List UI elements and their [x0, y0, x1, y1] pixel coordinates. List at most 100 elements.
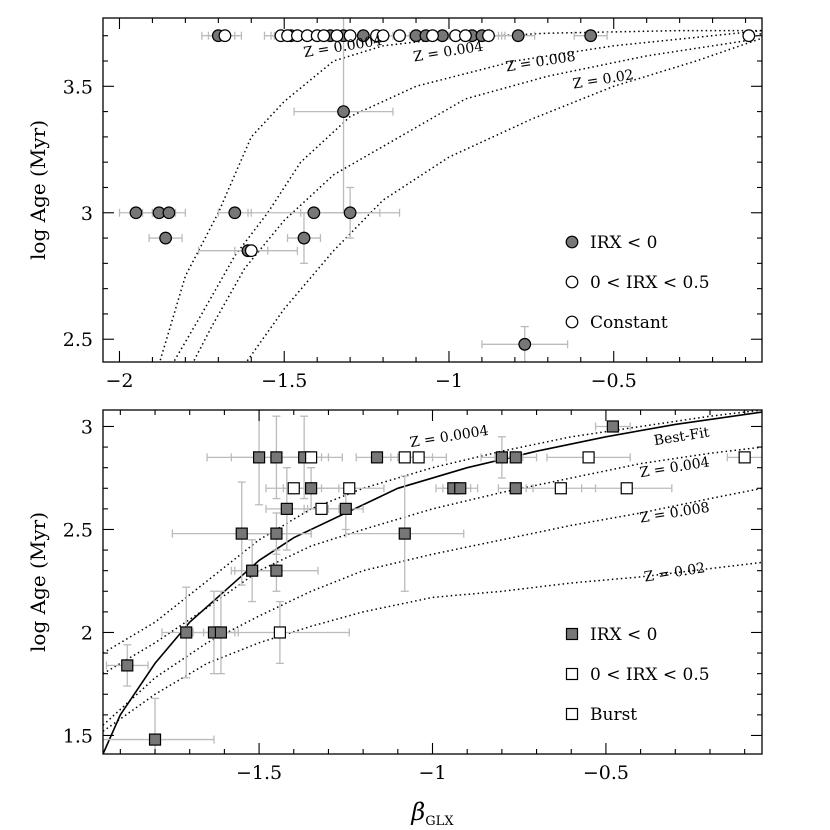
- model-curve: [103, 561, 762, 732]
- y-tick-label: 3: [81, 203, 93, 225]
- plot-area: [103, 410, 762, 754]
- x-tick-label: −0.5: [591, 370, 637, 392]
- data-point: [148, 733, 162, 746]
- data-point: [159, 231, 173, 245]
- data-point: [339, 502, 352, 515]
- data-point: [343, 29, 357, 43]
- data-point: [121, 659, 134, 672]
- y-axis-label: log Age (Myr): [26, 120, 50, 260]
- legend-marker: [565, 315, 579, 329]
- data-point: [280, 502, 293, 515]
- data-point: [270, 564, 283, 577]
- data-point: [270, 527, 283, 540]
- data-point: [582, 451, 595, 464]
- curve-label: Z = 0.008: [639, 500, 711, 527]
- data-point: [270, 451, 283, 464]
- data-point: [426, 29, 439, 43]
- data-point: [620, 482, 633, 495]
- y-tick-label: 3: [81, 416, 93, 438]
- data-point: [370, 451, 384, 464]
- curve-label: Z = 0.008: [505, 49, 577, 76]
- data-point: [398, 451, 411, 464]
- data-point: [482, 29, 495, 43]
- y-tick-label: 1.5: [63, 725, 93, 747]
- data-point: [454, 482, 467, 495]
- data-point: [738, 451, 751, 464]
- data-point: [214, 626, 228, 639]
- data-point: [398, 527, 411, 540]
- curve-label: Z = 0.02: [643, 560, 706, 585]
- legend-label: Constant: [590, 313, 668, 333]
- y-axis-label: log Age (Myr): [26, 512, 50, 652]
- curve-label: Z = 0.02: [572, 67, 635, 92]
- legend-marker: [565, 707, 579, 721]
- data-point: [376, 29, 390, 43]
- x-tick-label: −2: [105, 370, 133, 392]
- data-point: [180, 626, 193, 639]
- data-point: [337, 105, 350, 118]
- y-tick-label: 3.5: [63, 76, 93, 98]
- y-tick-label: 2: [81, 622, 93, 644]
- curve-label: Z = 0.004: [412, 39, 484, 66]
- data-point: [412, 451, 425, 464]
- data-point: [317, 29, 331, 43]
- data-point: [244, 244, 258, 258]
- data-point: [315, 502, 328, 515]
- legend-marker: [565, 667, 579, 681]
- data-point: [509, 451, 522, 464]
- legend-label: 0 < IRX < 0.5: [590, 665, 710, 685]
- plot-area: [118, 18, 762, 362]
- x-tick-label: −1.5: [261, 370, 307, 392]
- model-curve: [103, 487, 762, 726]
- data-point: [459, 29, 472, 43]
- legend-label: IRX < 0: [590, 625, 658, 645]
- data-point: [305, 451, 318, 464]
- curve-label: Z = 0.004: [639, 454, 711, 481]
- data-point: [287, 482, 300, 495]
- data-point: [246, 564, 259, 577]
- data-point: [343, 206, 357, 220]
- y-tick-label: 2.5: [63, 519, 93, 541]
- legend-marker: [565, 275, 579, 289]
- legend-label: IRX < 0: [590, 233, 658, 253]
- legend-label: Burst: [590, 705, 637, 725]
- data-point: [356, 29, 370, 43]
- x-tick-label: −1: [418, 762, 446, 784]
- model-curve: [103, 446, 762, 675]
- data-point: [297, 231, 311, 245]
- x-tick-label: −1.5: [236, 762, 282, 784]
- legend-marker: [565, 235, 579, 249]
- data-point: [228, 206, 242, 220]
- data-point: [305, 482, 318, 495]
- x-tick-label: −0.5: [583, 762, 629, 784]
- data-point: [393, 29, 406, 43]
- data-point: [218, 29, 232, 43]
- data-point: [518, 337, 532, 351]
- data-point: [511, 29, 525, 43]
- data-point: [554, 482, 567, 495]
- data-point: [129, 206, 143, 220]
- x-tick-label: −1: [435, 370, 463, 392]
- data-point: [509, 482, 522, 495]
- plot-frame: [102, 17, 763, 363]
- model-curve: [172, 29, 762, 362]
- model-curve: [245, 37, 762, 362]
- data-point: [252, 451, 266, 464]
- data-point: [330, 29, 344, 43]
- data-point: [273, 626, 286, 639]
- x-axis-label: βGLX: [410, 798, 454, 829]
- model-curve: [103, 411, 762, 754]
- y-tick-label: 2.5: [63, 329, 93, 351]
- data-point: [584, 29, 598, 43]
- model-curve: [158, 29, 762, 362]
- model-curve: [192, 32, 762, 362]
- legend-label: 0 < IRX < 0.5: [590, 273, 710, 293]
- data-point: [162, 206, 176, 220]
- data-point: [742, 29, 756, 43]
- curve-label: Best-Fit: [653, 425, 711, 450]
- data-point: [495, 451, 508, 464]
- data-point: [343, 482, 356, 495]
